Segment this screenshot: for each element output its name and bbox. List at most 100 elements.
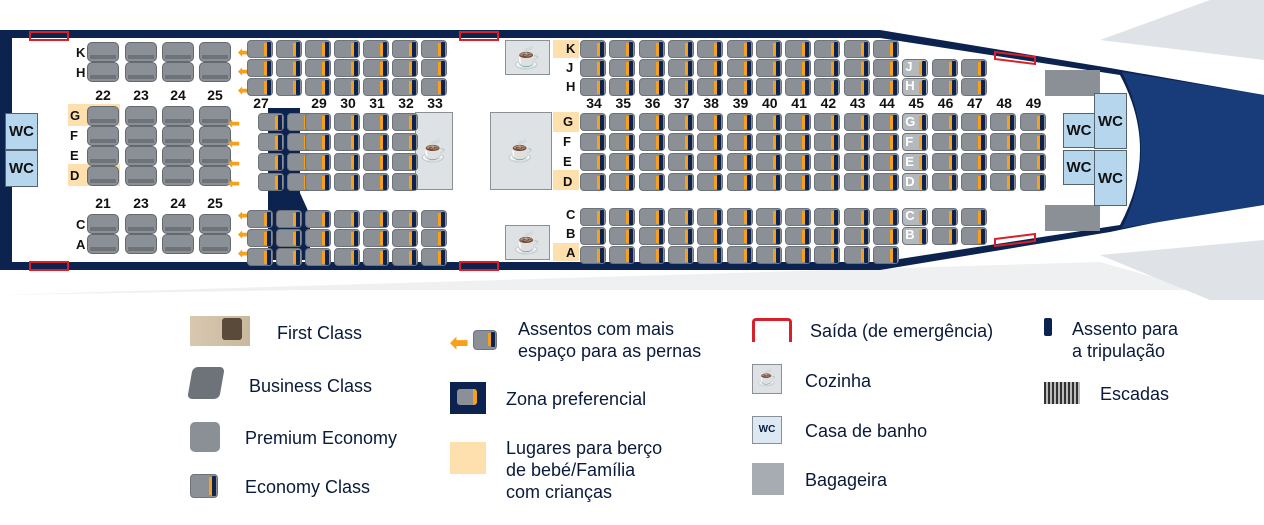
seat[interactable] bbox=[726, 208, 753, 226]
seat[interactable] bbox=[843, 133, 870, 151]
seat[interactable] bbox=[873, 40, 899, 58]
seat[interactable] bbox=[421, 59, 447, 77]
seat[interactable] bbox=[697, 153, 724, 171]
seat[interactable] bbox=[276, 248, 302, 266]
seat[interactable] bbox=[392, 153, 418, 171]
seat[interactable] bbox=[1019, 133, 1046, 151]
seat[interactable] bbox=[960, 173, 987, 191]
seat[interactable] bbox=[697, 78, 724, 96]
business-seat[interactable] bbox=[199, 234, 231, 254]
seat[interactable] bbox=[785, 78, 812, 96]
seat[interactable] bbox=[609, 173, 636, 191]
seat[interactable] bbox=[843, 208, 870, 226]
seat[interactable] bbox=[609, 153, 636, 171]
seat[interactable] bbox=[755, 208, 782, 226]
seat[interactable] bbox=[902, 59, 929, 77]
seat[interactable] bbox=[785, 59, 812, 77]
seat[interactable] bbox=[667, 133, 694, 151]
seat[interactable] bbox=[755, 246, 782, 264]
seat[interactable] bbox=[580, 173, 606, 191]
seat[interactable] bbox=[258, 113, 284, 131]
seat[interactable] bbox=[580, 113, 606, 131]
seat[interactable] bbox=[580, 227, 606, 245]
business-seat[interactable] bbox=[162, 62, 194, 82]
seat[interactable] bbox=[667, 246, 694, 264]
business-seat[interactable] bbox=[162, 146, 194, 166]
seat[interactable] bbox=[638, 208, 665, 226]
seat[interactable] bbox=[363, 210, 389, 228]
seat[interactable] bbox=[814, 208, 841, 226]
seat[interactable] bbox=[305, 153, 331, 171]
seat[interactable] bbox=[931, 78, 958, 96]
seat[interactable] bbox=[247, 78, 273, 96]
seat[interactable] bbox=[1019, 153, 1046, 171]
seat[interactable] bbox=[931, 227, 958, 245]
seat[interactable] bbox=[363, 40, 389, 58]
business-seat[interactable] bbox=[125, 126, 157, 146]
seat[interactable] bbox=[580, 246, 606, 264]
business-seat[interactable] bbox=[87, 42, 119, 62]
seat[interactable] bbox=[580, 40, 606, 58]
business-seat[interactable] bbox=[199, 62, 231, 82]
seat[interactable] bbox=[873, 113, 899, 131]
seat[interactable] bbox=[667, 227, 694, 245]
seat[interactable] bbox=[363, 78, 389, 96]
business-seat[interactable] bbox=[199, 146, 231, 166]
seat[interactable] bbox=[667, 153, 694, 171]
seat[interactable] bbox=[785, 133, 812, 151]
seat[interactable] bbox=[258, 173, 284, 191]
business-seat[interactable] bbox=[199, 106, 231, 126]
seat[interactable] bbox=[726, 227, 753, 245]
seat[interactable] bbox=[638, 173, 665, 191]
seat[interactable] bbox=[667, 173, 694, 191]
seat[interactable] bbox=[843, 113, 870, 131]
seat[interactable] bbox=[609, 227, 636, 245]
seat[interactable] bbox=[814, 133, 841, 151]
seat[interactable] bbox=[421, 210, 447, 228]
seat[interactable] bbox=[843, 153, 870, 171]
seat[interactable] bbox=[755, 40, 782, 58]
seat[interactable] bbox=[697, 246, 724, 264]
seat[interactable] bbox=[305, 229, 331, 247]
seat[interactable] bbox=[960, 78, 987, 96]
seat[interactable] bbox=[990, 153, 1017, 171]
seat[interactable] bbox=[814, 78, 841, 96]
seat[interactable] bbox=[990, 173, 1017, 191]
seat[interactable] bbox=[421, 78, 447, 96]
seat[interactable] bbox=[843, 59, 870, 77]
business-seat[interactable] bbox=[87, 146, 119, 166]
seat[interactable] bbox=[960, 133, 987, 151]
seat[interactable] bbox=[755, 78, 782, 96]
seat[interactable] bbox=[334, 229, 360, 247]
seat[interactable] bbox=[247, 59, 273, 77]
seat[interactable] bbox=[392, 113, 418, 131]
business-seat[interactable] bbox=[162, 234, 194, 254]
seat[interactable] bbox=[392, 229, 418, 247]
seat[interactable] bbox=[726, 40, 753, 58]
business-seat[interactable] bbox=[199, 214, 231, 234]
seat[interactable] bbox=[667, 40, 694, 58]
seat[interactable] bbox=[902, 173, 929, 191]
seat[interactable] bbox=[931, 173, 958, 191]
seat[interactable] bbox=[785, 40, 812, 58]
seat[interactable] bbox=[726, 173, 753, 191]
seat[interactable] bbox=[258, 133, 284, 151]
seat[interactable] bbox=[638, 78, 665, 96]
business-seat[interactable] bbox=[162, 106, 194, 126]
seat[interactable] bbox=[960, 227, 987, 245]
seat[interactable] bbox=[392, 59, 418, 77]
business-seat[interactable] bbox=[125, 166, 157, 186]
seat[interactable] bbox=[392, 248, 418, 266]
seat[interactable] bbox=[609, 246, 636, 264]
seat[interactable] bbox=[609, 133, 636, 151]
seat[interactable] bbox=[334, 113, 360, 131]
seat[interactable] bbox=[609, 40, 636, 58]
seat[interactable] bbox=[902, 227, 929, 245]
seat[interactable] bbox=[638, 40, 665, 58]
business-seat[interactable] bbox=[87, 234, 119, 254]
seat[interactable] bbox=[305, 248, 331, 266]
seat[interactable] bbox=[1019, 113, 1046, 131]
seat[interactable] bbox=[667, 59, 694, 77]
seat[interactable] bbox=[258, 153, 284, 171]
seat[interactable] bbox=[843, 173, 870, 191]
